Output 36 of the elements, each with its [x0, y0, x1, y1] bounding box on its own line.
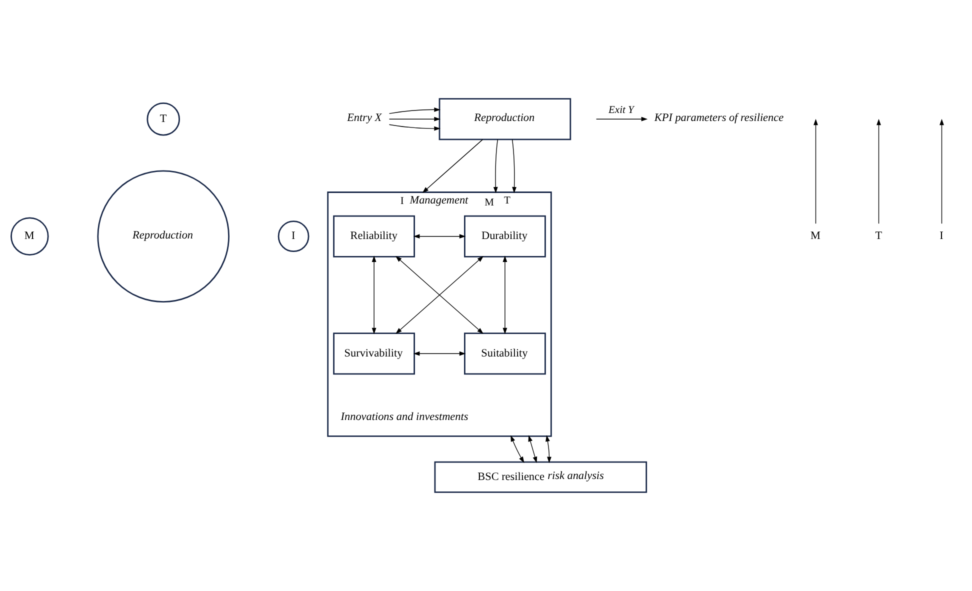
- edge-label: T: [504, 196, 510, 207]
- arrow: [512, 139, 516, 194]
- arrow: [388, 107, 440, 114]
- arrow: [876, 118, 881, 224]
- node-circle: T: [146, 102, 180, 136]
- arrow: [814, 118, 818, 224]
- arrow: [413, 351, 466, 356]
- edge-label: M: [484, 197, 494, 208]
- edge-label: I: [400, 196, 404, 208]
- node-box: Reproduction: [438, 98, 572, 140]
- node-text: KPI parameters of resilience: [654, 112, 784, 124]
- arrow: [388, 116, 440, 122]
- arrow: [502, 256, 508, 334]
- node-box: Reliability: [333, 215, 415, 258]
- node-box: Survivability: [333, 332, 415, 375]
- edge-label: Exit Y: [608, 104, 634, 116]
- arrow: [413, 234, 466, 239]
- node-text: T: [875, 230, 882, 242]
- arrow: [596, 116, 648, 122]
- arrow: [493, 139, 498, 194]
- arrow: [528, 435, 538, 464]
- arrow: [940, 118, 944, 224]
- arrow: [372, 256, 376, 334]
- node-box: BSC resilience risk analysis: [434, 461, 648, 493]
- node-circle: I: [278, 220, 310, 252]
- arrow: [388, 124, 440, 131]
- arrow: [510, 435, 524, 463]
- node-box: Durability: [464, 215, 546, 258]
- arrow: [422, 139, 484, 193]
- node-text: Entry X: [347, 112, 382, 124]
- node-circle: Reproduction: [97, 170, 230, 302]
- node-text: M: [810, 230, 820, 242]
- node-text: I: [940, 230, 944, 242]
- node-circle: M: [10, 217, 49, 256]
- node-box: Suitability: [464, 332, 546, 375]
- arrow: [546, 435, 552, 464]
